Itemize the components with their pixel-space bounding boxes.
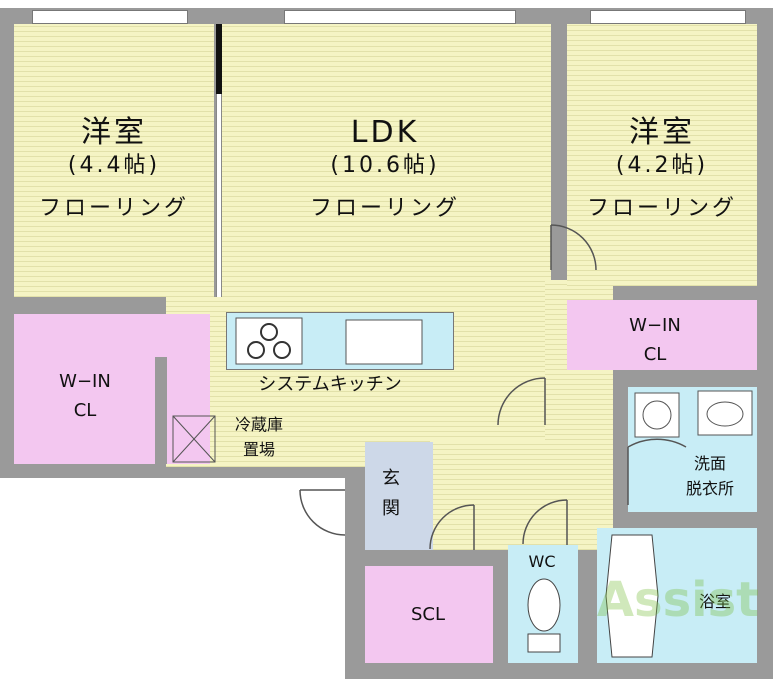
walk-in-left-line2: CL xyxy=(73,400,97,421)
entrance xyxy=(365,442,433,550)
walk-in-closet-right xyxy=(567,300,757,370)
walk-in-right-line2: CL xyxy=(643,344,667,365)
ldk-floor: フローリング xyxy=(309,196,460,221)
toilet-label: WC xyxy=(528,552,556,571)
western-right-name: 洋室 xyxy=(629,115,695,150)
assist-watermark: Assist xyxy=(596,572,760,628)
walk-in-left-line1: W−IN xyxy=(59,371,111,392)
burner-icon xyxy=(273,341,291,359)
western-right-floor: フローリング xyxy=(586,196,737,221)
door-arc-scl xyxy=(429,504,475,550)
bathtub-icon xyxy=(605,534,659,658)
window-top-right xyxy=(590,10,746,24)
entrance-label-line1: 玄 xyxy=(382,468,400,489)
fridge-space-icon xyxy=(172,415,216,463)
western-room-right xyxy=(567,24,757,286)
washbasin-icon xyxy=(697,390,753,436)
washing-machine-icon xyxy=(634,392,680,438)
walk-in-right-line1: W−IN xyxy=(629,315,681,336)
burner-icon xyxy=(247,341,265,359)
walk-in-closet-left xyxy=(14,314,210,464)
closet-left-notch xyxy=(155,357,167,464)
door-arc-entrance xyxy=(299,489,346,536)
door-arc-ldk xyxy=(497,377,546,426)
ldk-partition-dark xyxy=(216,24,222,94)
window-top-left xyxy=(32,10,188,24)
toilet-icon xyxy=(527,578,561,653)
fridge-label-line2: 置場 xyxy=(242,440,275,459)
sink-icon xyxy=(345,319,423,365)
bathroom-label: 浴室 xyxy=(698,592,731,611)
western-right-size: (4.2帖) xyxy=(615,153,709,178)
hallway xyxy=(430,440,613,550)
shoes-closet-label: SCL xyxy=(410,604,446,625)
system-kitchen-label: システムキッチン xyxy=(258,374,402,395)
western-left-floor: フローリング xyxy=(38,196,189,221)
door-arc-washroom xyxy=(627,438,687,505)
ldk-room xyxy=(220,24,551,297)
kitchen-floor xyxy=(166,297,551,467)
entrance-label-line2: 関 xyxy=(382,498,400,519)
shoes-closet xyxy=(365,566,493,663)
kitchen-appliances xyxy=(235,317,423,365)
western-room-left xyxy=(14,24,214,297)
western-left-name: 洋室 xyxy=(81,115,147,150)
fridge-label-line1: 冷蔵庫 xyxy=(234,415,283,434)
ldk-size: (10.6帖) xyxy=(330,153,440,178)
ldk-name: LDK xyxy=(350,115,420,150)
western-left-size: (4.4帖) xyxy=(67,153,161,178)
door-arc-right-room xyxy=(550,224,597,271)
door-arc-wc xyxy=(522,499,568,545)
window-top-center xyxy=(284,10,516,24)
washroom-label-line1: 洗面 xyxy=(693,454,726,473)
burner-icon xyxy=(260,323,278,341)
ldk-partition xyxy=(216,24,222,297)
washroom-label-line2: 脱衣所 xyxy=(685,479,734,498)
